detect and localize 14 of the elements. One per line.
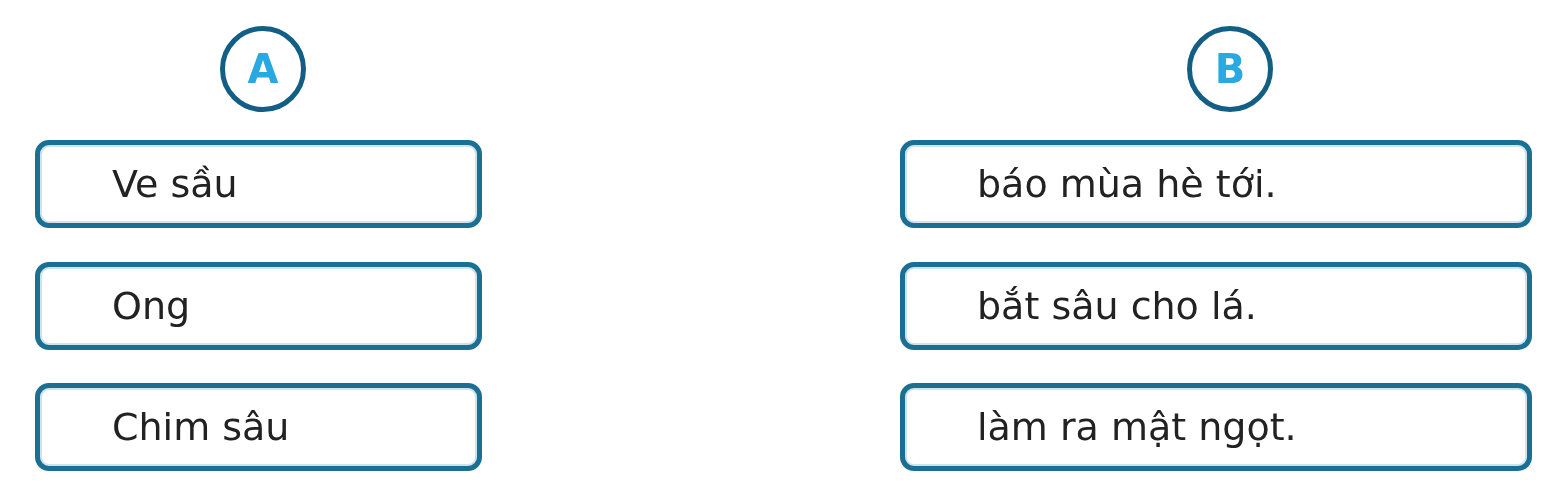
card-text: bắt sâu cho lá. [976,284,1257,328]
card-text: báo mùa hè tới. [976,162,1277,206]
column-letter: B [1214,46,1246,92]
column-letter: A [247,46,279,92]
answer-card [35,383,482,471]
card-text: Chim sâu [111,405,290,449]
answer-card [35,262,482,350]
answer-card [900,140,1532,228]
card-text: Ve sầu [111,162,238,206]
card-text: Ong [111,284,191,328]
answer-card [900,383,1532,471]
answer-card [35,140,482,228]
card-text: làm ra mật ngọt. [976,405,1297,449]
answer-card [900,262,1532,350]
